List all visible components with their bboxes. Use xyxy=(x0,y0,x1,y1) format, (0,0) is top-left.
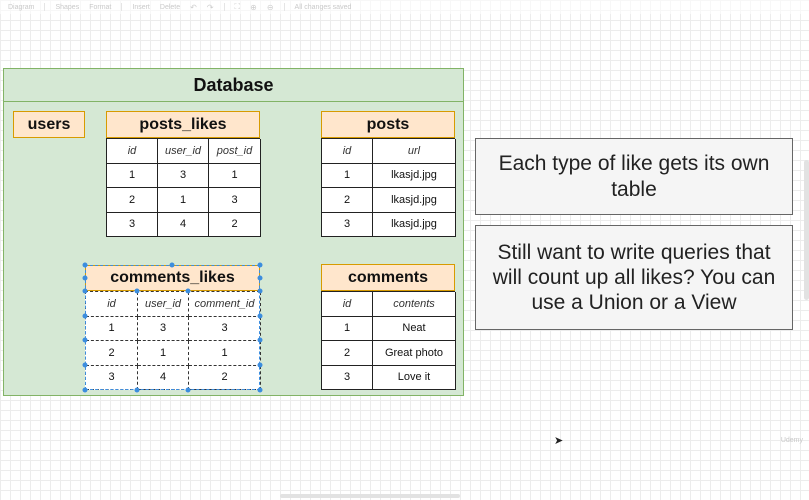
menu-delete[interactable]: Delete xyxy=(159,3,181,11)
table-cell: 3 xyxy=(107,212,158,237)
column-header: id xyxy=(322,292,373,317)
column-header: comment_id xyxy=(189,292,261,317)
table-cell: 1 xyxy=(86,316,138,341)
table-cell: 1 xyxy=(322,163,373,188)
fit-page-icon[interactable]: ⛶ xyxy=(234,2,241,11)
column-header: user_id xyxy=(158,139,209,164)
table-cell: 2 xyxy=(107,188,158,213)
column-header: id xyxy=(86,292,138,317)
horizontal-scrollbar[interactable] xyxy=(280,494,460,498)
toolbar-divider xyxy=(223,3,225,11)
save-status: All changes saved xyxy=(294,3,352,11)
vertical-scrollbar[interactable] xyxy=(804,160,809,300)
table-cell: 3 xyxy=(189,316,261,341)
table-cell: 4 xyxy=(158,212,209,237)
table-cell: 2 xyxy=(209,212,261,237)
menu-diagram[interactable]: Diagram xyxy=(8,3,35,11)
table-cell: 3 xyxy=(322,365,373,390)
menu-insert[interactable]: Insert xyxy=(132,3,150,11)
table-cell: 3 xyxy=(158,163,209,188)
table-cell: lkasjd.jpg xyxy=(373,188,456,213)
menu-shapes[interactable]: Shapes xyxy=(55,3,80,11)
table-cell: 4 xyxy=(138,365,189,390)
toolbar: Diagram Shapes Format Insert Delete ↶ ↷ … xyxy=(0,0,809,14)
database-title: Database xyxy=(4,69,463,102)
toolbar-divider xyxy=(283,3,285,11)
column-header: post_id xyxy=(209,139,261,164)
table-cell: Neat xyxy=(373,316,456,341)
table-cell: lkasjd.jpg xyxy=(373,163,456,188)
posts-table-title[interactable]: posts xyxy=(321,111,455,138)
table-cell: 3 xyxy=(322,212,373,237)
table-cell: 3 xyxy=(138,316,189,341)
table-cell: 1 xyxy=(138,341,189,366)
posts-table[interactable]: id url 1 lkasjd.jpg 2 lkasjd.jpg 3 lkasj… xyxy=(321,138,456,237)
redo-icon[interactable]: ↷ xyxy=(206,2,214,12)
watermark: Udemy xyxy=(780,437,803,444)
comments-likes-table-title[interactable]: comments_likes xyxy=(85,265,260,291)
comments-likes-table[interactable]: id user_id comment_id 1 3 3 2 1 1 3 4 2 xyxy=(85,291,261,390)
zoom-in-icon[interactable]: ⊕ xyxy=(250,2,257,12)
zoom-out-icon[interactable]: ⊖ xyxy=(266,2,274,12)
menu-format[interactable]: Format xyxy=(89,3,112,11)
comments-table[interactable]: id contents 1 Neat 2 Great photo 3 Love … xyxy=(321,291,456,390)
column-header: id xyxy=(322,139,373,164)
comments-table-title[interactable]: comments xyxy=(321,264,455,291)
table-cell: 1 xyxy=(158,188,209,213)
toolbar-divider xyxy=(121,3,123,11)
table-cell: 1 xyxy=(209,163,261,188)
undo-icon[interactable]: ↶ xyxy=(190,2,197,12)
mouse-cursor-icon: ➤ xyxy=(554,435,564,447)
table-cell: 1 xyxy=(189,341,261,366)
table-cell: 3 xyxy=(209,188,261,213)
table-cell: 1 xyxy=(107,163,158,188)
note-own-table[interactable]: Each type of like gets its own table xyxy=(475,138,793,215)
toolbar-divider xyxy=(44,3,46,11)
table-cell: 2 xyxy=(86,341,138,366)
column-header: url xyxy=(373,139,456,164)
table-cell: Great photo xyxy=(373,341,456,366)
table-cell: 1 xyxy=(322,316,373,341)
table-cell: 2 xyxy=(322,188,373,213)
column-header: user_id xyxy=(138,292,189,317)
table-cell: 2 xyxy=(189,365,261,390)
column-header: id xyxy=(107,139,158,164)
table-cell: lkasjd.jpg xyxy=(373,212,456,237)
note-union-view[interactable]: Still want to write queries that will co… xyxy=(475,225,793,330)
users-table-title[interactable]: users xyxy=(13,111,85,138)
column-header: contents xyxy=(373,292,456,317)
table-cell: 2 xyxy=(322,341,373,366)
posts-likes-table-title[interactable]: posts_likes xyxy=(106,111,260,138)
table-cell: 3 xyxy=(86,365,138,390)
posts-likes-table[interactable]: id user_id post_id 1 3 1 2 1 3 3 4 2 xyxy=(106,138,261,237)
table-cell: Love it xyxy=(373,365,456,390)
